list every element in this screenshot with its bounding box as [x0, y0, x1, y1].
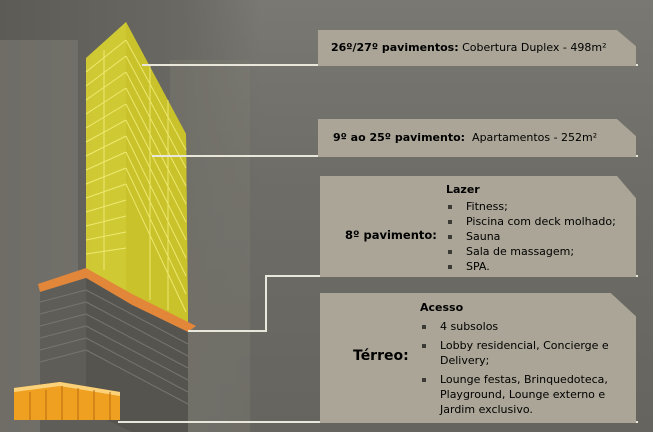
list-lazer: Fitness; Piscina com deck molhado; Sauna…: [446, 199, 616, 274]
description-apartamentos: Apartamentos - 252m²: [472, 131, 598, 144]
floors-apartamentos: 9º ao 25º pavimento:: [333, 131, 466, 144]
panel-apartamentos: [318, 119, 636, 157]
panel-terreo: [320, 293, 636, 423]
amenity-floor: [38, 268, 196, 332]
list-item-line: Playground, Lounge externo e: [440, 388, 606, 401]
list-item: Sauna: [446, 229, 616, 244]
list-item-line: Delivery;: [440, 354, 490, 367]
connector-line-lazer-building: [188, 330, 267, 332]
floors-cobertura: 26º/27º pavimentos:: [331, 41, 459, 54]
list-terreo: 4 subsolos Lobby residencial, Concierge …: [420, 319, 609, 421]
list-item: Sala de massagem;: [446, 244, 616, 259]
list-item-line: Jardim exclusivo.: [440, 403, 533, 416]
list-item: Piscina com deck molhado;: [446, 214, 616, 229]
list-item: SPA.: [446, 259, 616, 274]
heading-lazer: Lazer: [446, 183, 480, 196]
floor-lazer: 8º pavimento:: [345, 228, 437, 242]
list-item: Lobby residencial, Concierge e Delivery;: [420, 338, 609, 368]
description-cobertura: Cobertura Duplex - 498m²: [462, 41, 607, 54]
floor-terreo: Térreo:: [353, 348, 409, 364]
connector-vertical-lazer: [265, 275, 267, 331]
list-item: Fitness;: [446, 199, 616, 214]
panel-cobertura: [318, 30, 636, 66]
label-cobertura: 26º/27º pavimentos: Cobertura Duplex - 4…: [331, 41, 607, 54]
list-item-line: Lobby residencial, Concierge e: [440, 339, 609, 352]
list-item-line: 4 subsolos: [440, 320, 499, 333]
label-apartamentos: 9º ao 25º pavimento: Apartamentos - 252m…: [333, 131, 597, 144]
heading-terreo: Acesso: [420, 301, 464, 314]
tower-residential: [85, 22, 188, 330]
list-item-line: Lounge festas, Brinquedoteca,: [440, 373, 608, 386]
list-item: 4 subsolos: [420, 319, 609, 334]
panel-lazer: [320, 176, 636, 277]
lobby-ground-floor: [14, 382, 120, 420]
list-item: Lounge festas, Brinquedoteca, Playground…: [420, 372, 609, 417]
